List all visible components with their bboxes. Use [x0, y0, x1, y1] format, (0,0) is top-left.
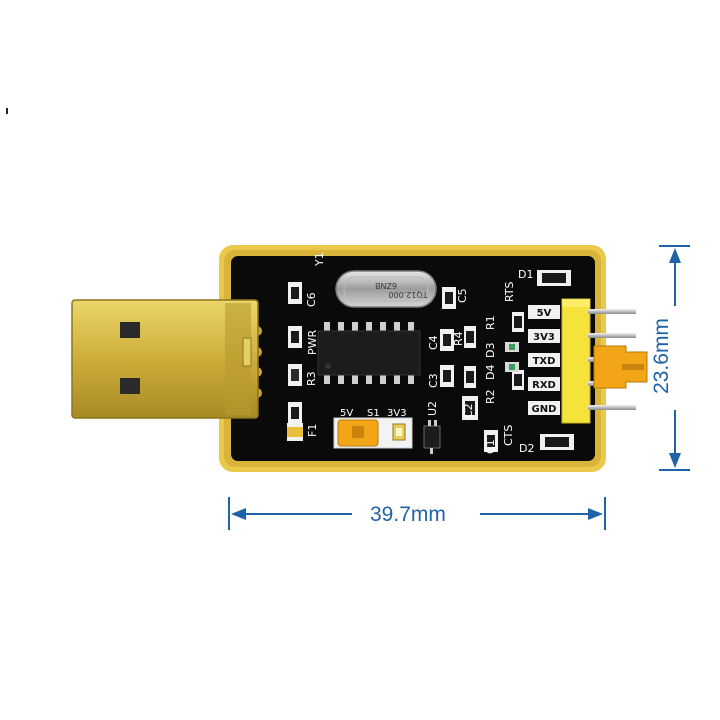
silkscreen: Y1 TQ12.000 6ZNB C6 PWR R3 F1 C4 R4 C3 C… — [305, 252, 534, 455]
smd-components-right — [423, 270, 574, 454]
label-jumper-5v: 5V — [340, 408, 353, 419]
label-jumper-s1: S1 — [367, 408, 380, 419]
width-dimension — [228, 497, 606, 530]
pin-label-3v3: 3V3 — [533, 332, 555, 343]
pin-header — [561, 298, 648, 424]
label-c5: C5 — [456, 288, 469, 303]
label-pwr: PWR — [306, 329, 319, 355]
voltage-jumper — [333, 417, 413, 449]
label-crystal-2: 6ZNB — [375, 281, 397, 290]
label-jumper-3v3: 3V3 — [387, 408, 407, 419]
label-d1: D1 — [518, 268, 533, 281]
label-c4: C4 — [427, 335, 440, 350]
label-crystal-1: TQ12.000 — [388, 290, 428, 299]
stray-mark — [6, 108, 8, 114]
pin-label-gnd: GND — [532, 404, 557, 415]
width-dimension-label: 39.7mm — [366, 503, 450, 527]
label-r3: R3 — [305, 371, 318, 386]
label-c1: C1 — [484, 439, 497, 454]
pin-labels: 5V 3V3 TXD RXD GND — [532, 308, 557, 415]
smd-components-left — [287, 282, 303, 441]
label-c6: C6 — [305, 292, 318, 307]
arrow-left-icon — [231, 508, 246, 520]
label-cts: CTS — [502, 425, 515, 446]
pin-label-5v: 5V — [537, 308, 552, 319]
crystal-oscillator — [335, 270, 437, 308]
label-c2: C2 — [462, 403, 475, 418]
arrow-up-icon — [669, 248, 681, 263]
label-rts: RTS — [503, 281, 516, 302]
label-r1: R1 — [484, 315, 497, 330]
label-u2: U2 — [426, 401, 439, 416]
arrow-down-icon — [669, 453, 681, 468]
label-r4: R4 — [452, 331, 465, 346]
height-dimension — [659, 245, 690, 471]
label-d2: D2 — [519, 442, 534, 455]
label-d3: D3 — [484, 343, 497, 358]
label-r2: R2 — [484, 389, 497, 404]
pin-label-txd: TXD — [533, 356, 556, 367]
arrow-right-icon — [588, 508, 603, 520]
label-d4: D4 — [484, 365, 497, 380]
label-c3: C3 — [427, 373, 440, 388]
pin-label-rxd: RXD — [532, 380, 556, 391]
usb-connector — [71, 299, 259, 419]
pin-label-boxes — [528, 305, 560, 415]
label-f1: F1 — [306, 424, 319, 437]
height-dimension-label: 23.6mm — [648, 312, 676, 400]
label-y1: Y1 — [313, 252, 326, 267]
usb-serial-chip — [317, 322, 421, 384]
